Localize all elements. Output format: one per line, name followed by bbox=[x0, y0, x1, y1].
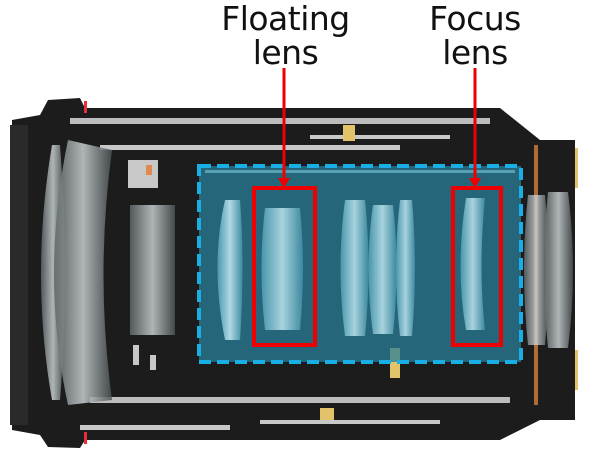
floating-lens-label-line1: Floating bbox=[221, 0, 350, 38]
focus-lens-callout bbox=[451, 68, 503, 347]
moving-lens-group bbox=[197, 164, 523, 364]
arrowhead-icon bbox=[278, 178, 290, 188]
focus-lens-label-line1: Focus bbox=[429, 0, 521, 38]
focus-lens-label: Focus lens bbox=[420, 2, 530, 70]
floating-lens-label: Floating lens bbox=[218, 2, 353, 70]
moving-group-dashed-outline bbox=[197, 164, 523, 364]
focus-lens-label-line2: lens bbox=[442, 33, 508, 72]
arrowhead-icon bbox=[469, 178, 481, 188]
focus-lens-highlight-box bbox=[451, 186, 503, 347]
floating-lens-label-line2: lens bbox=[252, 33, 319, 72]
front-lens-elements bbox=[41, 140, 573, 405]
floating-lens-callout bbox=[252, 68, 317, 347]
floating-lens-highlight-box bbox=[252, 186, 317, 347]
